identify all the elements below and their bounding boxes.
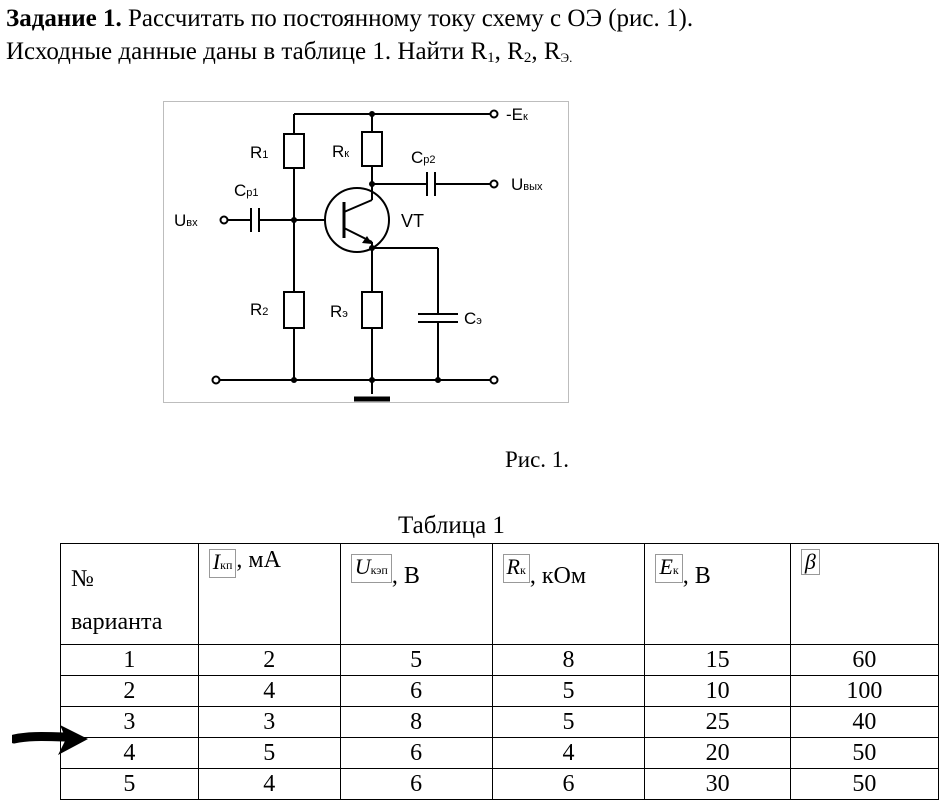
label-re: Rэ xyxy=(330,302,348,321)
re-subscript: Э. xyxy=(560,50,573,65)
pointer-arrow-icon xyxy=(12,725,88,755)
task-statement: Задание 1. Рассчитать по постоянному ток… xyxy=(6,2,931,72)
label-supply: -Eк xyxy=(506,105,528,124)
re-resistor xyxy=(361,291,383,329)
table-header-row: № варианта Iкп, мА Uкэп, В Rк, кОм Eк, В… xyxy=(60,543,939,645)
circuit-diagram: -Eк R1 Rк Cр2 Uвых Cр1 Uвх VT R2 Rэ Cэ xyxy=(174,105,543,402)
figure-caption: Рис. 1. xyxy=(505,447,570,472)
header-uk: Uкэп, В xyxy=(339,543,493,645)
table-row: 5 4 6 6 30 50 xyxy=(60,768,939,800)
variants-table: № варианта Iкп, мА Uкэп, В Rк, кОм Eк, В… xyxy=(60,543,939,800)
circuit-figure: -Eк R1 Rк Cр2 Uвых Cр1 Uвх VT R2 Rэ Cэ xyxy=(163,101,569,403)
formula-beta: β xyxy=(800,549,820,575)
transistor-vt xyxy=(324,187,390,253)
table-caption: Таблица 1 xyxy=(398,512,505,539)
task-sep2: , R xyxy=(531,38,561,65)
table-row: 3 3 8 5 25 40 xyxy=(60,706,939,738)
header-rk: Rк, кОм xyxy=(491,543,646,645)
r2-subscript: 2 xyxy=(523,50,532,66)
task-heading: Задание 1. xyxy=(6,5,122,32)
header-ek: Eк, В xyxy=(644,543,791,645)
r1-resistor xyxy=(283,133,305,169)
label-cp2: Cр2 xyxy=(411,148,436,167)
header-ik: Iкп, мА xyxy=(197,543,341,645)
table-row: 2 4 6 5 10 100 xyxy=(60,675,939,707)
formula-uk: Uкэп xyxy=(350,554,392,583)
label-uin: Uвх xyxy=(174,211,198,230)
label-vt: VT xyxy=(401,211,424,231)
label-cp1: Cр1 xyxy=(234,181,259,200)
task-sep1: , R xyxy=(494,38,524,65)
table-row: 1 2 5 8 15 60 xyxy=(60,644,939,676)
label-r1: R1 xyxy=(250,143,268,162)
formula-ik: Iкп xyxy=(208,549,237,578)
rk-resistor xyxy=(361,131,383,167)
label-ce: Cэ xyxy=(464,309,482,328)
r1-subscript: 1 xyxy=(487,50,495,66)
label-uout: Uвых xyxy=(511,175,543,194)
task-line1: Рассчитать по постоянному току схему с О… xyxy=(128,5,694,32)
formula-ek: Eк xyxy=(655,554,683,583)
formula-rk: Rк xyxy=(502,554,530,583)
header-beta: β xyxy=(789,543,939,645)
label-rk: Rк xyxy=(332,142,349,161)
header-variant-number: № варианта xyxy=(60,543,199,645)
label-r2: R2 xyxy=(250,300,268,319)
r2-resistor xyxy=(283,291,305,329)
table-row-selected: 4 5 6 4 20 50 xyxy=(60,737,939,769)
task-line2: Исходные данные даны в таблице 1. Найти … xyxy=(6,38,488,65)
